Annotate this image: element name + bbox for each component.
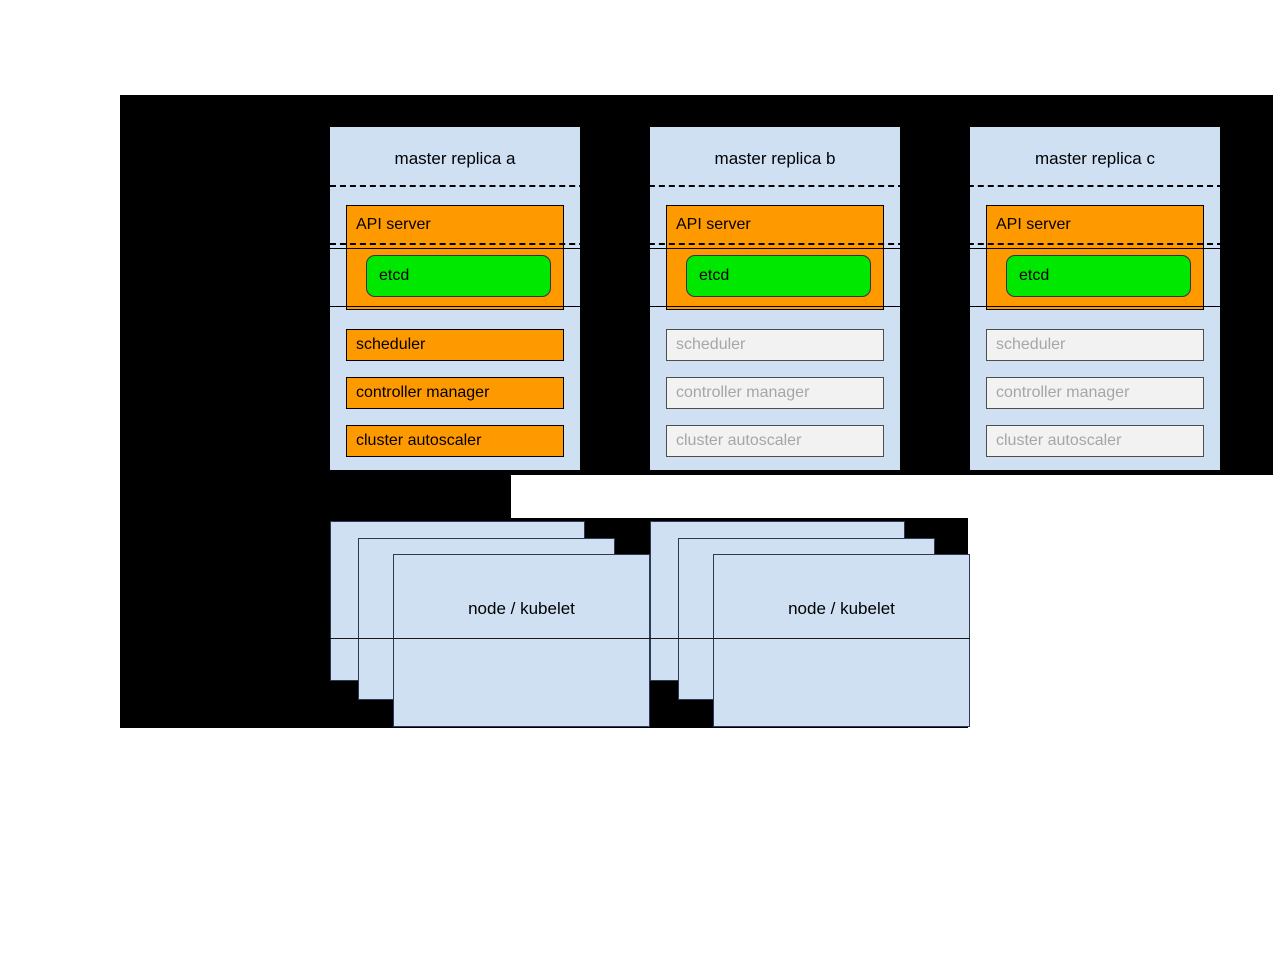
master-replica-b-etcd-label: etcd [699,267,730,284]
backdrop-panel-middle-left [120,475,511,518]
master-replica-b[interactable]: master replica b API server etcd schedul… [650,127,900,470]
master-replica-b-controller-manager[interactable]: controller manager [666,377,884,409]
node-card-front[interactable]: node / kubelet [393,554,650,727]
master-replica-b-title: master replica b [714,149,836,168]
master-replica-b-etcd[interactable]: etcd [686,255,871,297]
node-card-front-label: node / kubelet [468,599,575,618]
master-replica-a-etcd-label: etcd [379,267,410,284]
master-replica-c[interactable]: master replica c API server etcd schedul… [970,127,1220,470]
master-replica-c-scheduler[interactable]: scheduler [986,329,1204,361]
master-replica-b-cluster-autoscaler[interactable]: cluster autoscaler [666,425,884,457]
master-replica-c-controller-manager[interactable]: controller manager [986,377,1204,409]
master-replica-a-scheduler[interactable]: scheduler [346,329,564,361]
node-card-front-label: node / kubelet [788,599,895,618]
master-replica-b-api-server-label: API server [676,216,751,233]
master-replica-c-etcd[interactable]: etcd [1006,255,1191,297]
api-separator-dashed-lower [330,243,1223,245]
master-replica-c-api-server-label: API server [996,216,1071,233]
master-replica-a-api-server-label: API server [356,216,431,233]
etcd-separator-lower [320,306,1233,307]
master-replica-c-etcd-label: etcd [1019,267,1050,284]
node-card-front[interactable]: node / kubelet [713,554,970,727]
master-replica-a-cluster-autoscaler[interactable]: cluster autoscaler [346,425,564,457]
master-replica-c-cluster-autoscaler[interactable]: cluster autoscaler [986,425,1204,457]
node-section-rule [330,638,970,639]
master-replica-a[interactable]: master replica a API server etcd schedul… [330,127,580,470]
master-replica-a-title: master replica a [394,149,516,168]
api-separator-dashed-upper [330,185,1223,187]
master-replica-b-scheduler[interactable]: scheduler [666,329,884,361]
master-replica-a-etcd[interactable]: etcd [366,255,551,297]
master-replica-a-controller-manager[interactable]: controller manager [346,377,564,409]
etcd-separator-upper [320,248,1233,249]
master-replica-c-title: master replica c [1035,149,1155,168]
